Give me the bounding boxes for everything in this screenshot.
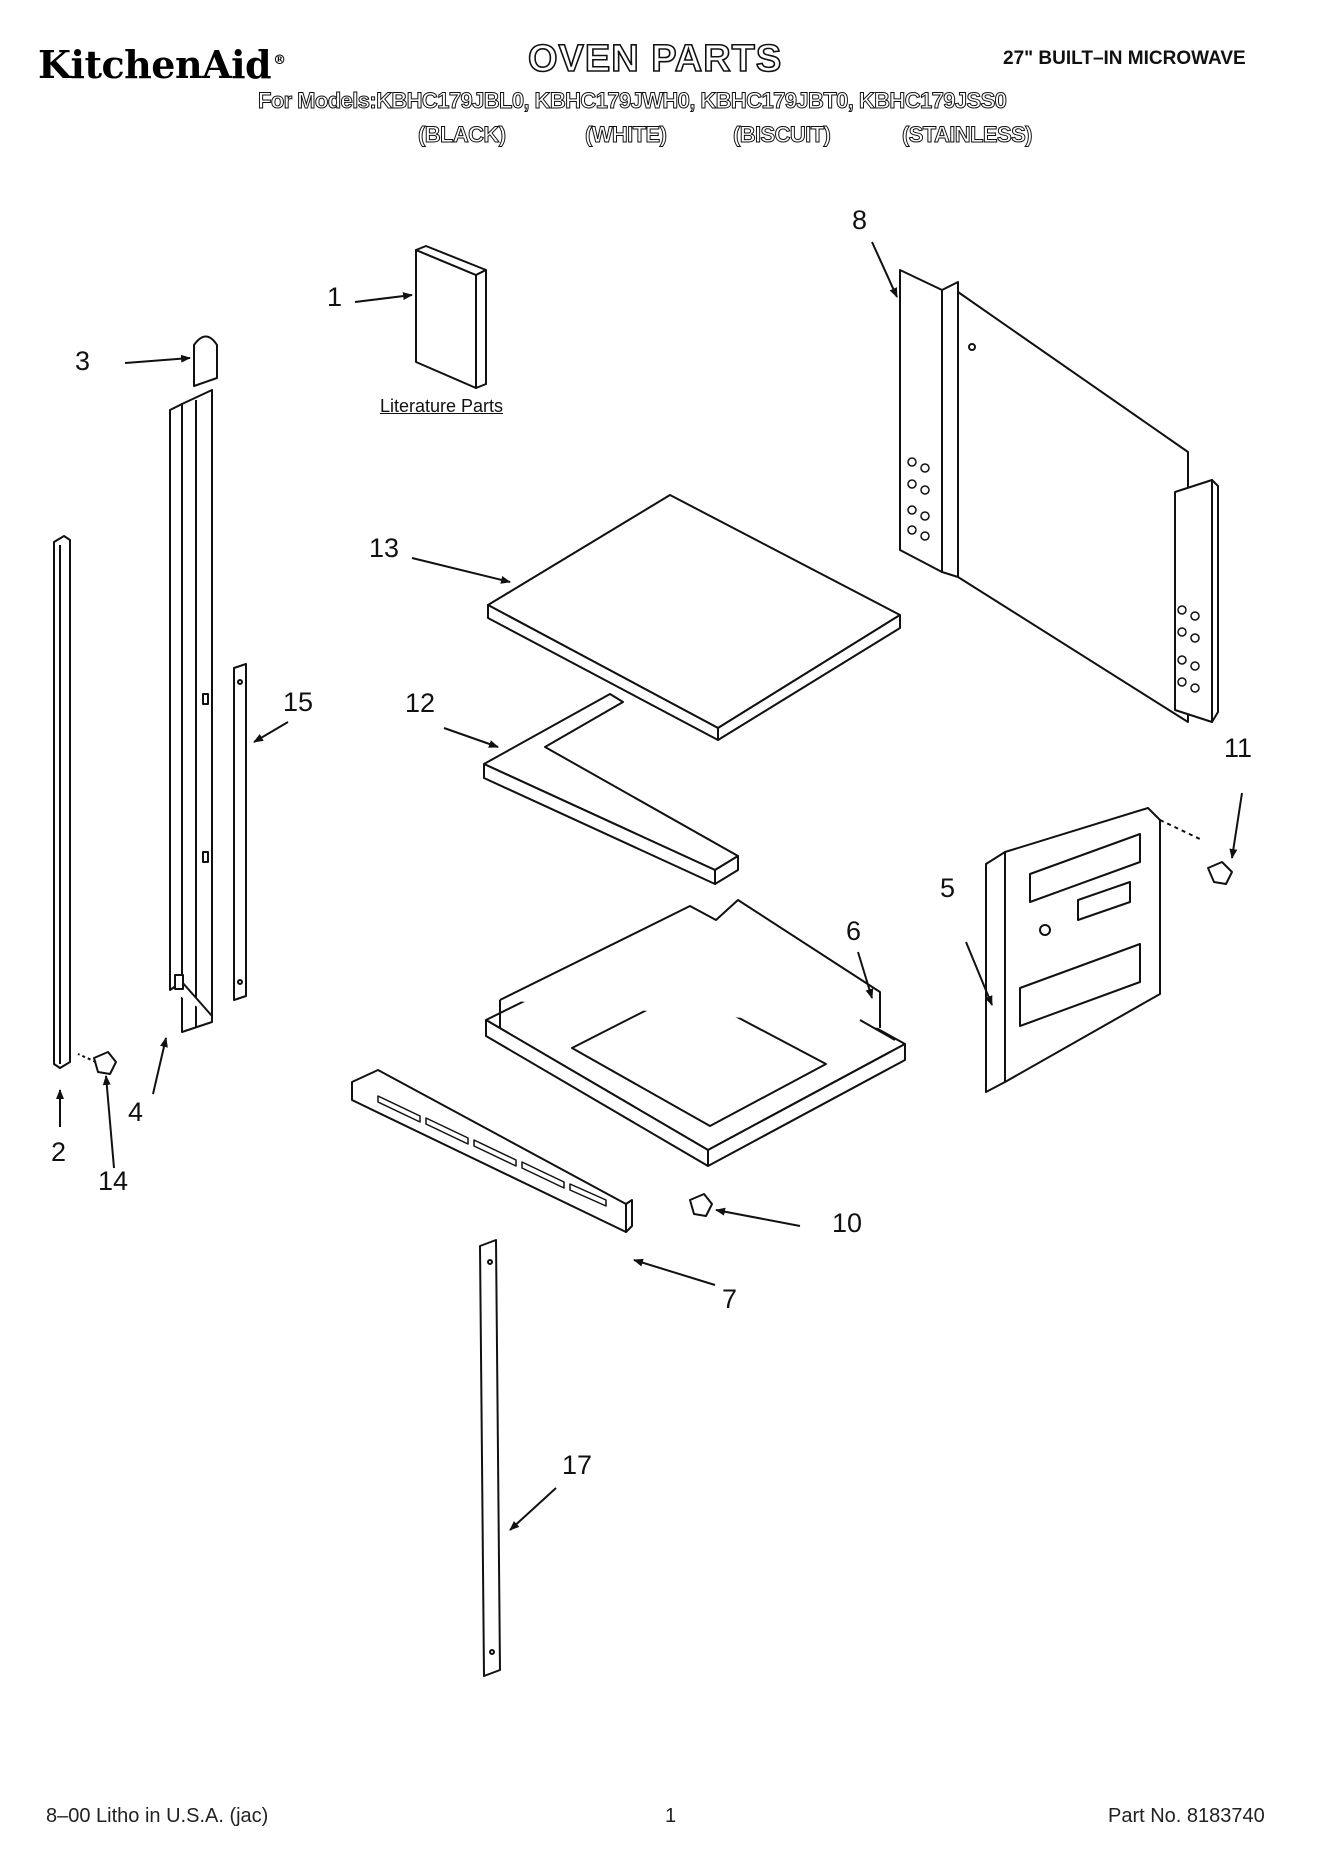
callout-2: 2: [51, 1137, 67, 1167]
callout-6: 6: [846, 916, 862, 946]
screw-right: [1207, 861, 1233, 885]
leader-7: [633, 1258, 716, 1286]
screw-left: [77, 1051, 117, 1075]
front-trim-bar: [351, 1069, 633, 1233]
literature-parts-label: Literature Parts: [380, 396, 504, 416]
callout-17: 17: [562, 1450, 593, 1480]
side-rail: [53, 535, 71, 1069]
part-number: Part No. 8183740: [1108, 1805, 1265, 1827]
leader-3: [124, 354, 191, 364]
leader-8: [871, 241, 898, 298]
page-title: OVEN PARTS: [527, 37, 783, 81]
finish-biscuit: (BISCUIT): [732, 122, 831, 148]
leader-12: [443, 727, 499, 748]
callout-1: 1: [327, 282, 343, 312]
leader-13: [411, 557, 511, 584]
model-list: For Models:KBHC179JBL0, KBHC179JWH0, KBH…: [257, 88, 1007, 114]
callout-14: 14: [98, 1166, 129, 1196]
finish-white: (WHITE): [584, 122, 667, 148]
screw-bottom: [689, 1193, 713, 1217]
leader-4: [152, 1037, 168, 1095]
callout-12: 12: [405, 688, 436, 718]
leader-11: [1229, 792, 1243, 859]
leader-14: [102, 1075, 115, 1169]
side-panel-assembly: [899, 269, 1219, 723]
rear-panel: [985, 807, 1203, 1093]
tray-frame: [485, 899, 906, 1167]
leader-15: [253, 721, 289, 743]
finish-black: (BLACK): [417, 122, 506, 148]
finish-stainless: (STAINLESS): [902, 122, 1033, 148]
product-name: 27" BUILT–IN MICROWAVE: [1003, 48, 1246, 69]
literature-booklet: [415, 245, 487, 389]
leader-17: [509, 1487, 557, 1531]
callout-13: 13: [369, 533, 400, 563]
page-number: 1: [665, 1805, 677, 1827]
lower-strip: [479, 1239, 501, 1677]
callout-4: 4: [128, 1097, 144, 1127]
callout-10: 10: [832, 1208, 863, 1238]
litho-note: 8–00 Litho in U.S.A. (jac): [46, 1805, 269, 1827]
callout-5: 5: [940, 873, 956, 903]
callout-7: 7: [722, 1284, 738, 1314]
callout-8: 8: [852, 205, 868, 235]
brand-name: KitchenAid: [38, 42, 272, 87]
leader-10: [715, 1207, 801, 1227]
leader-5: [965, 941, 993, 1006]
top-panel: [487, 494, 901, 741]
callout-15: 15: [283, 687, 314, 717]
leader-1: [354, 292, 413, 303]
side-channel: [169, 389, 213, 1033]
leader-6: [857, 951, 874, 999]
l-shaped-spacer: [483, 693, 739, 885]
callout-3: 3: [75, 346, 91, 376]
callout-11: 11: [1224, 733, 1253, 763]
registered-mark: ®: [273, 53, 286, 69]
cap: [193, 335, 218, 387]
trim-strip: [233, 663, 247, 1001]
brand-logo: KitchenAid®: [38, 42, 286, 87]
